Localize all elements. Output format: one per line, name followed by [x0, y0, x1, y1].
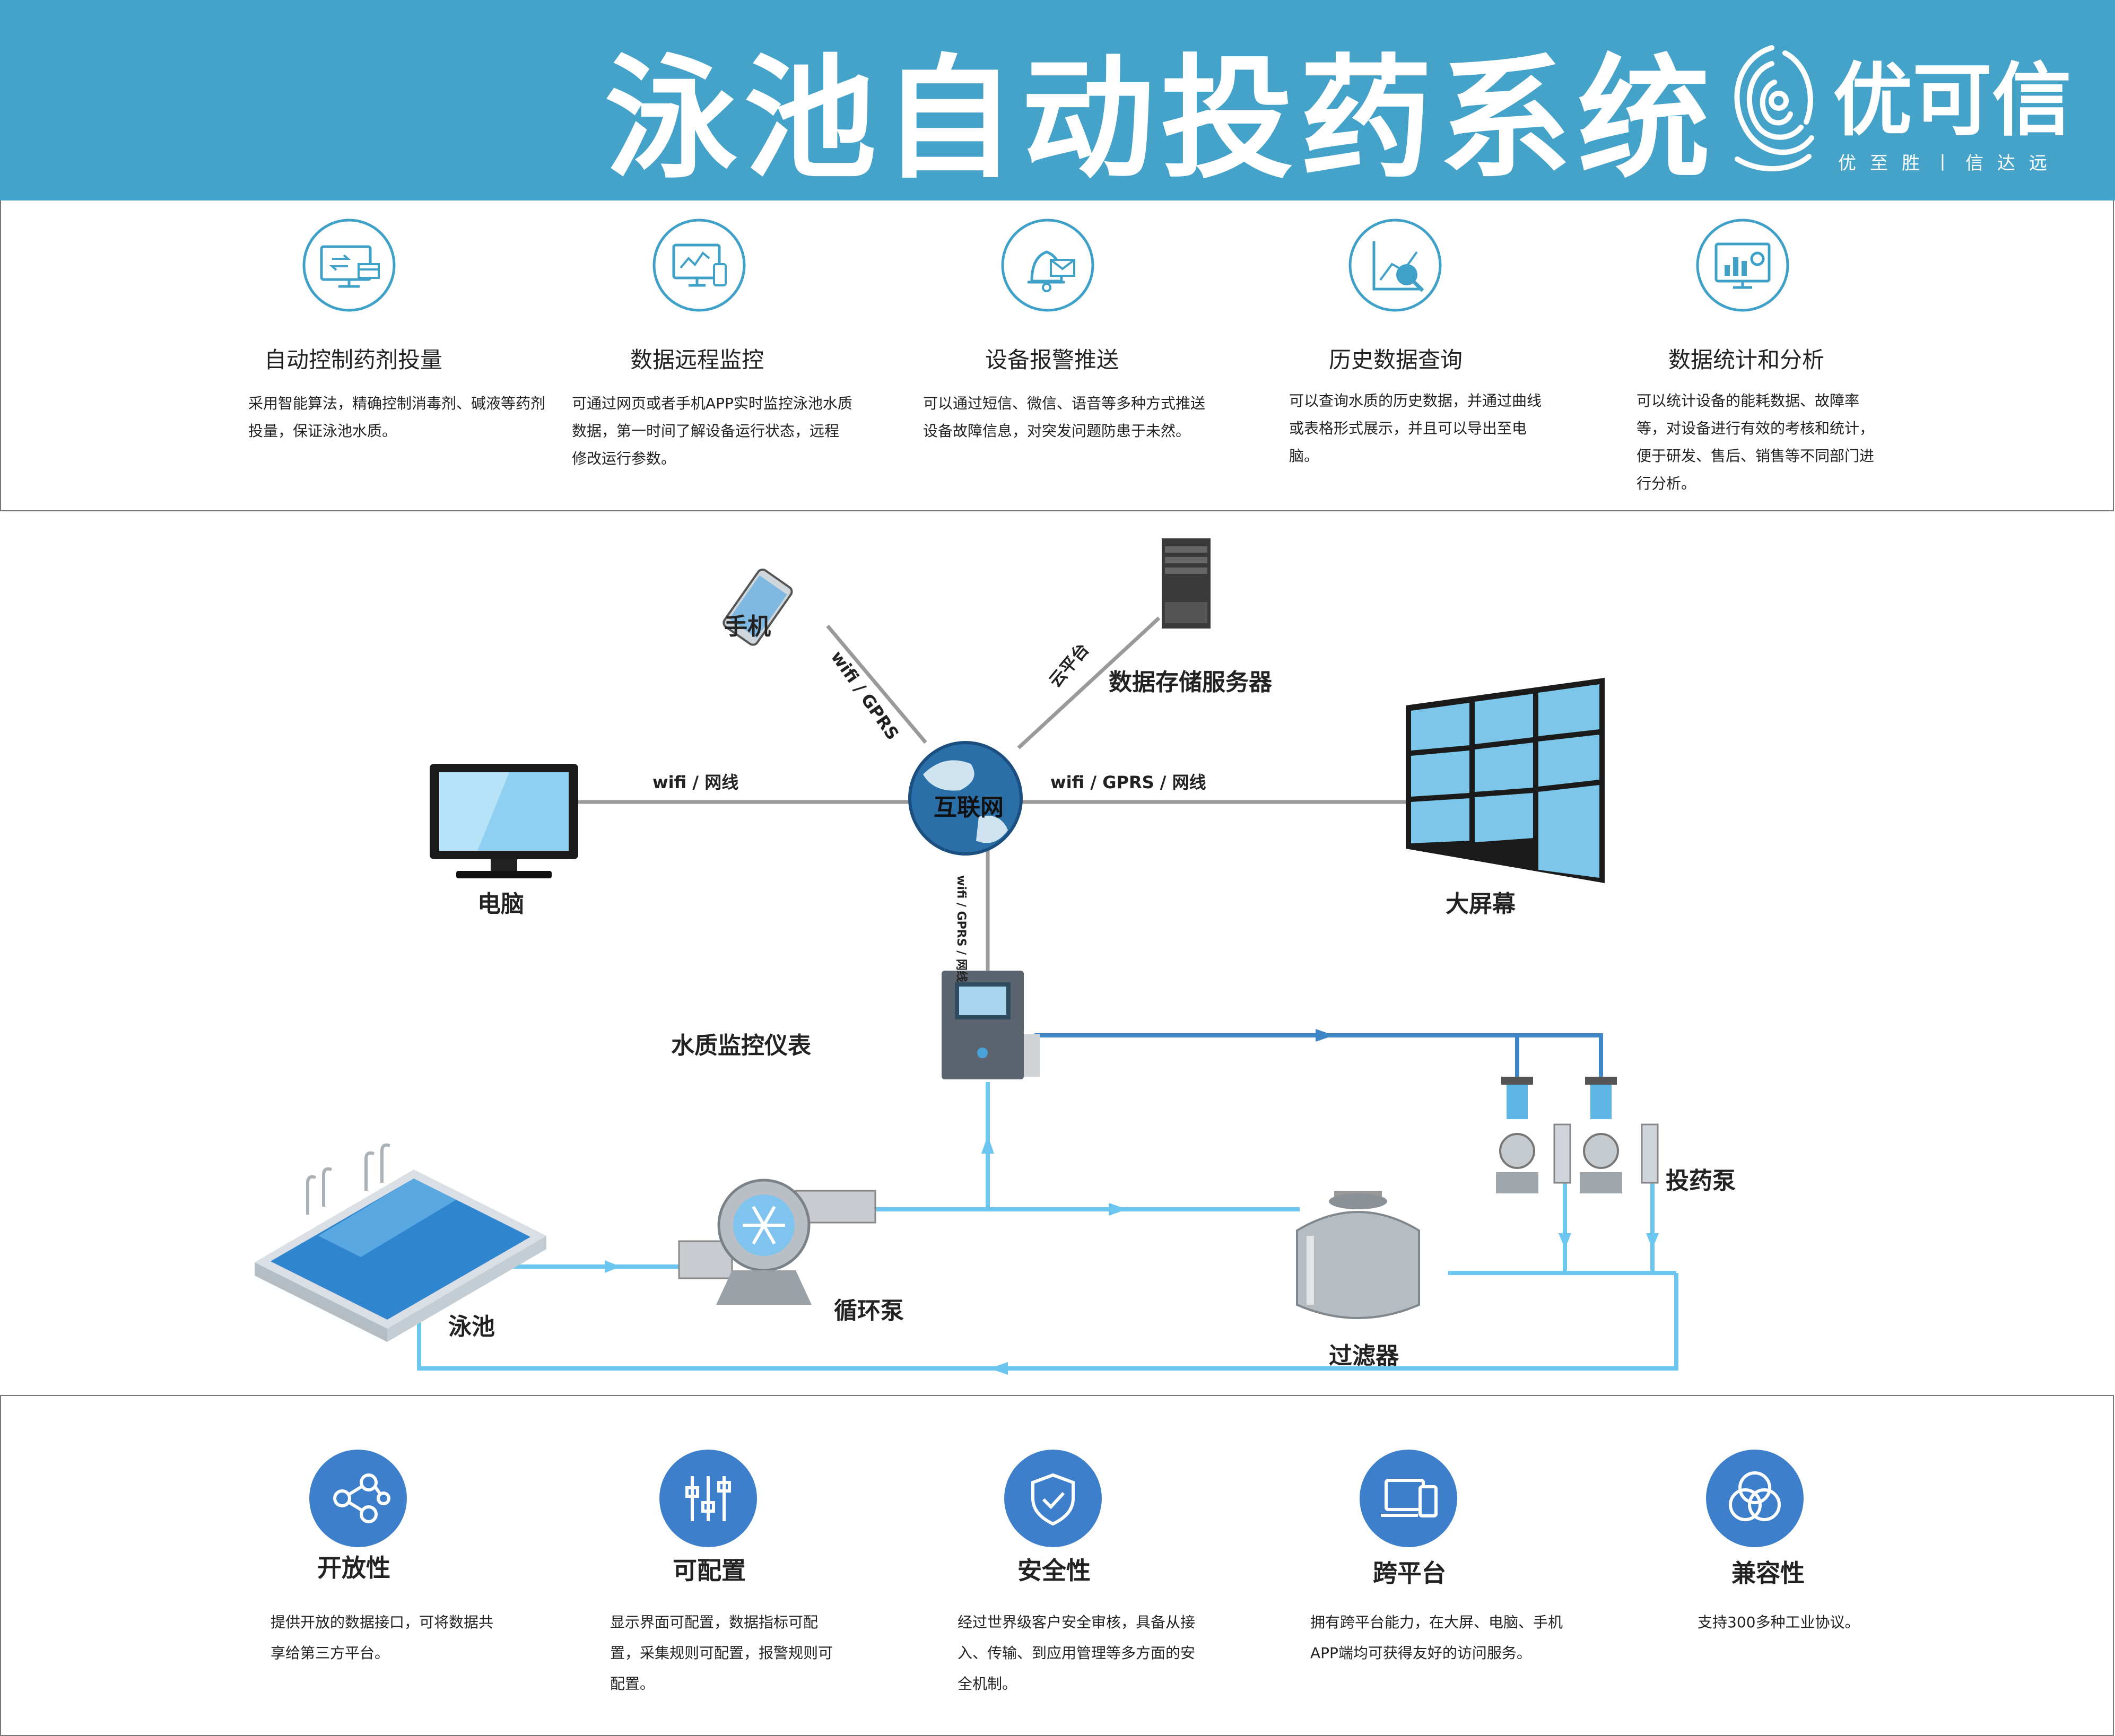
monitor-icon — [430, 764, 578, 878]
property-desc: 提供开放的数据接口，可将数据共享给第三方平台。 — [271, 1613, 494, 1662]
label-pool: 泳池 — [448, 1313, 495, 1340]
feature-title: 设备报警推送 — [985, 347, 1119, 373]
swimming-pool — [255, 1143, 546, 1342]
dosing-pumps — [1496, 1077, 1659, 1193]
history-chart-icon — [1348, 219, 1442, 312]
logo-slogan: 优至胜丨信达远 — [1838, 153, 2061, 174]
monitor-control-icon — [302, 219, 396, 312]
conn-meter: wifi / GPRS / 网线 — [954, 875, 968, 982]
label-big-screen: 大屏幕 — [1446, 891, 1516, 918]
feature-desc: 可以查询水质的历史数据，并通过曲线或表格形式展示，并且可以导出至电脑。 — [1289, 392, 1542, 465]
feature-desc: 可通过网页或者手机APP实时监控泳池水质数据，第一时间了解设备运行状态，远程修改… — [572, 395, 852, 467]
server-icon — [1162, 538, 1211, 629]
label-circ-pump: 循环泵 — [834, 1297, 904, 1324]
share-nodes-icon — [309, 1450, 407, 1547]
property-desc: 经过世界级客户安全审核，具备从接入、传输、到应用管理等多方面的安全机制。 — [958, 1613, 1196, 1693]
property-title: 可配置 — [673, 1556, 746, 1585]
system-diagram — [255, 538, 1678, 1375]
property-title: 跨平台 — [1373, 1559, 1446, 1587]
label-filter: 过滤器 — [1329, 1342, 1399, 1369]
logo-name: 优可信 — [1833, 55, 2072, 147]
feature-desc: 采用智能算法，精确控制消毒剂、碱液等药剂投量，保证泳池水质。 — [248, 395, 546, 440]
feature-panel — [0, 200, 2114, 511]
overlap-circles-icon — [1706, 1450, 1804, 1547]
label-internet: 互联网 — [934, 794, 1004, 821]
statistics-icon — [1696, 219, 1789, 312]
label-meter: 水质监控仪表 — [671, 1032, 811, 1059]
feature-auto-dosing: 自动控制药剂投量 采用智能算法，精确控制消毒剂、碱液等药剂投量，保证泳池水质。 — [248, 217, 620, 493]
page-title: 泳池自动投药系统 — [605, 42, 1717, 196]
circulation-pump — [678, 1179, 876, 1305]
feature-title: 数据远程监控 — [630, 347, 764, 373]
globe-icon — [908, 741, 1023, 856]
multi-device-icon — [1360, 1450, 1457, 1547]
shield-check-icon — [1004, 1450, 1102, 1547]
conn-computer: wifi / 网线 — [652, 772, 739, 792]
video-wall — [1406, 678, 1605, 883]
alarm-bell-icon — [1001, 219, 1094, 312]
property-desc: 拥有跨平台能力，在大屏、电脑、手机APP端均可获得友好的访问服务。 — [1310, 1613, 1563, 1662]
remote-monitor-icon — [652, 219, 746, 312]
label-dosing-pump: 投药泵 — [1666, 1167, 1736, 1194]
feature-desc: 可以统计设备的能耗数据、故障率等，对设备进行有效的考核和统计，便于研发、售后、销… — [1637, 392, 1875, 492]
property-title: 开放性 — [317, 1554, 390, 1582]
feature-history-query: 历史数据查询 可以查询水质的历史数据，并通过曲线或表格形式展示，并且可以导出至电… — [1289, 217, 1666, 493]
logo-swirl-icon — [1734, 45, 1814, 172]
property-title: 兼容性 — [1731, 1559, 1805, 1587]
property-desc: 支持300多种工业协议。 — [1698, 1613, 1860, 1631]
conn-screen: wifi / GPRS / 网线 — [1050, 772, 1206, 792]
label-computer: 电脑 — [477, 891, 524, 918]
feature-title: 历史数据查询 — [1329, 347, 1463, 373]
property-title: 安全性 — [1017, 1556, 1091, 1585]
water-quality-meter — [942, 971, 1040, 1079]
label-server: 数据存储服务器 — [1109, 669, 1272, 696]
feature-title: 自动控制药剂投量 — [264, 347, 443, 373]
feature-statistics: 数据统计和分析 可以统计设备的能耗数据、故障率等，对设备进行有效的考核和统计，便… — [1637, 217, 2013, 493]
label-phone: 手机 — [724, 613, 771, 640]
property-desc: 显示界面可配置，数据指标可配置，采集规则可配置，报警规则可配置。 — [610, 1613, 833, 1693]
feature-alarm-push: 设备报警推送 可以通过短信、微信、语音等多种方式推送设备故障信息，对突发问题防患… — [923, 217, 1318, 493]
smartphone-icon — [723, 568, 793, 646]
feature-remote-monitor: 数据远程监控 可通过网页或者手机APP实时监控泳池水质数据，第一时间了解设备运行… — [572, 217, 970, 493]
filter-tank — [1296, 1191, 1420, 1319]
feature-desc: 可以通过短信、微信、语音等多种方式推送设备故障信息，对突发问题防患于未然。 — [923, 395, 1206, 440]
feature-title: 数据统计和分析 — [1668, 347, 1825, 373]
sliders-icon — [659, 1450, 757, 1547]
